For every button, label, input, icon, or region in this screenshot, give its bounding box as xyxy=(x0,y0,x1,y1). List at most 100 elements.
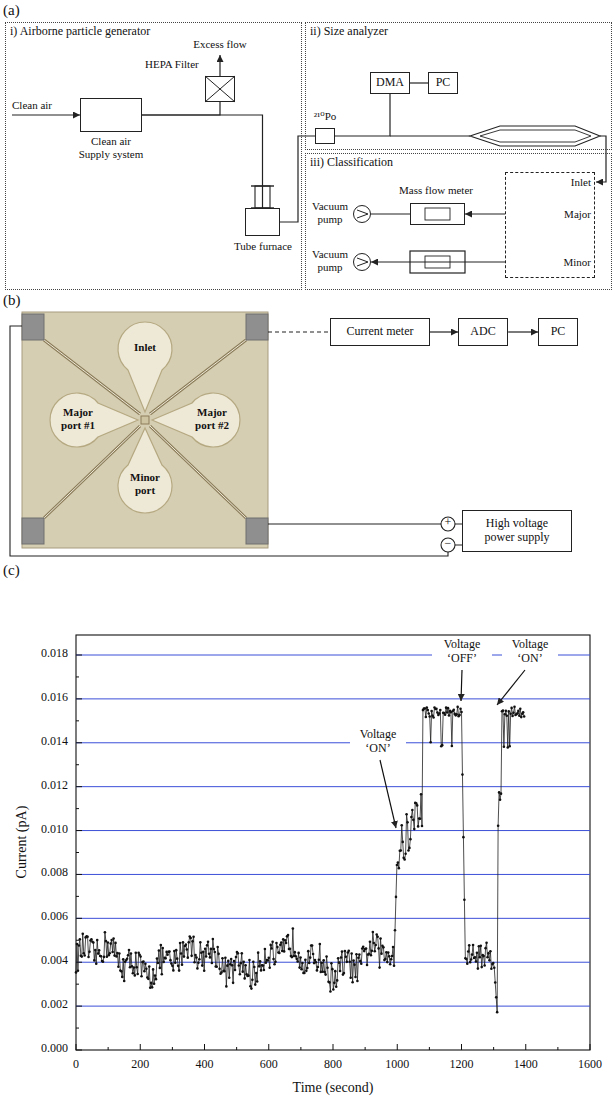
data-point xyxy=(230,958,233,961)
filter-cross xyxy=(205,76,235,102)
data-point xyxy=(279,943,282,946)
node-label: DMA xyxy=(376,76,404,90)
data-point xyxy=(85,935,88,938)
data-point xyxy=(139,955,142,958)
data-point xyxy=(370,954,373,957)
tick-mark xyxy=(76,984,79,985)
data-point xyxy=(226,964,229,967)
data-point xyxy=(334,970,337,973)
tick-label: 200 xyxy=(115,1058,165,1072)
flow-connector xyxy=(430,331,458,332)
tick-label: 0.000 xyxy=(14,1042,68,1056)
data-point xyxy=(509,712,512,715)
data-point xyxy=(393,964,396,967)
data-point xyxy=(420,793,423,796)
annotation: Voltage ‘ON’ xyxy=(350,728,406,756)
data-point xyxy=(263,969,266,972)
data-point xyxy=(201,964,204,967)
data-point xyxy=(399,849,402,852)
data-point xyxy=(326,966,329,969)
box-outline xyxy=(80,98,142,132)
data-point xyxy=(378,966,381,969)
data-point xyxy=(475,960,478,963)
data-point xyxy=(447,707,450,710)
data-point xyxy=(390,958,393,961)
data-point xyxy=(426,706,429,709)
data-point xyxy=(142,960,145,963)
data-point xyxy=(264,948,267,951)
tick-label: 0.006 xyxy=(14,910,68,924)
data-point xyxy=(479,944,482,947)
data-point xyxy=(421,825,424,828)
data-point xyxy=(301,962,304,965)
data-point xyxy=(212,938,215,941)
annotation-arrow xyxy=(380,760,396,828)
flow-connector xyxy=(508,331,538,332)
data-point xyxy=(97,952,100,955)
data-point xyxy=(327,980,330,983)
data-point xyxy=(387,951,390,954)
data-point xyxy=(271,941,274,944)
hepa-filter: HEPA Filter xyxy=(145,58,237,103)
grid-line xyxy=(76,742,590,743)
data-point xyxy=(340,956,343,959)
data-point xyxy=(389,963,392,966)
data-point xyxy=(476,951,479,954)
data-point xyxy=(232,982,235,985)
data-point xyxy=(222,970,225,973)
data-point xyxy=(294,955,297,958)
data-point xyxy=(304,959,307,962)
pump-circle xyxy=(353,253,371,271)
grid-line xyxy=(76,962,590,963)
data-point xyxy=(306,967,309,970)
tick-mark xyxy=(525,1044,526,1050)
annotation-arrow xyxy=(497,670,525,705)
box-outline xyxy=(205,76,235,102)
data-point xyxy=(320,961,323,964)
data-line xyxy=(76,707,524,1012)
wire xyxy=(10,326,448,556)
data-point xyxy=(345,955,348,958)
data-point xyxy=(198,958,201,961)
outflow-arrow xyxy=(219,55,220,76)
wire xyxy=(268,331,330,332)
data-point xyxy=(161,947,164,950)
data-point xyxy=(190,955,193,958)
data-point xyxy=(335,985,338,988)
tick-mark xyxy=(76,1028,79,1029)
data-point xyxy=(127,954,130,957)
flow-connector xyxy=(371,213,410,214)
sample-line xyxy=(390,135,470,136)
tick-mark xyxy=(397,1044,398,1050)
tick-label: 1400 xyxy=(501,1058,551,1072)
data-point xyxy=(448,714,451,717)
current-meter: Current meter xyxy=(330,318,430,346)
data-point xyxy=(503,745,506,748)
plot-frame xyxy=(76,635,590,1050)
data-point xyxy=(372,942,375,945)
data-point xyxy=(374,944,377,947)
data-point xyxy=(473,957,476,960)
data-point xyxy=(364,948,367,951)
data-point xyxy=(249,985,252,988)
data-point xyxy=(150,982,153,985)
data-point xyxy=(90,938,93,941)
data-point xyxy=(341,950,344,953)
box-outline xyxy=(245,208,280,236)
tick-mark xyxy=(76,1050,82,1051)
data-point xyxy=(206,944,209,947)
tick-mark xyxy=(76,676,79,677)
flow-connector xyxy=(335,94,390,136)
data-point xyxy=(179,942,182,945)
data-point xyxy=(217,953,220,956)
data-point xyxy=(87,956,90,959)
tube-furnace: Tube furnace xyxy=(228,206,298,260)
data-point xyxy=(516,712,519,715)
data-point xyxy=(469,961,472,964)
data-point xyxy=(489,950,492,953)
data-point xyxy=(208,952,211,955)
data-point xyxy=(155,978,158,981)
data-point xyxy=(274,960,277,963)
annotation: Voltage ‘ON’ xyxy=(502,638,558,666)
